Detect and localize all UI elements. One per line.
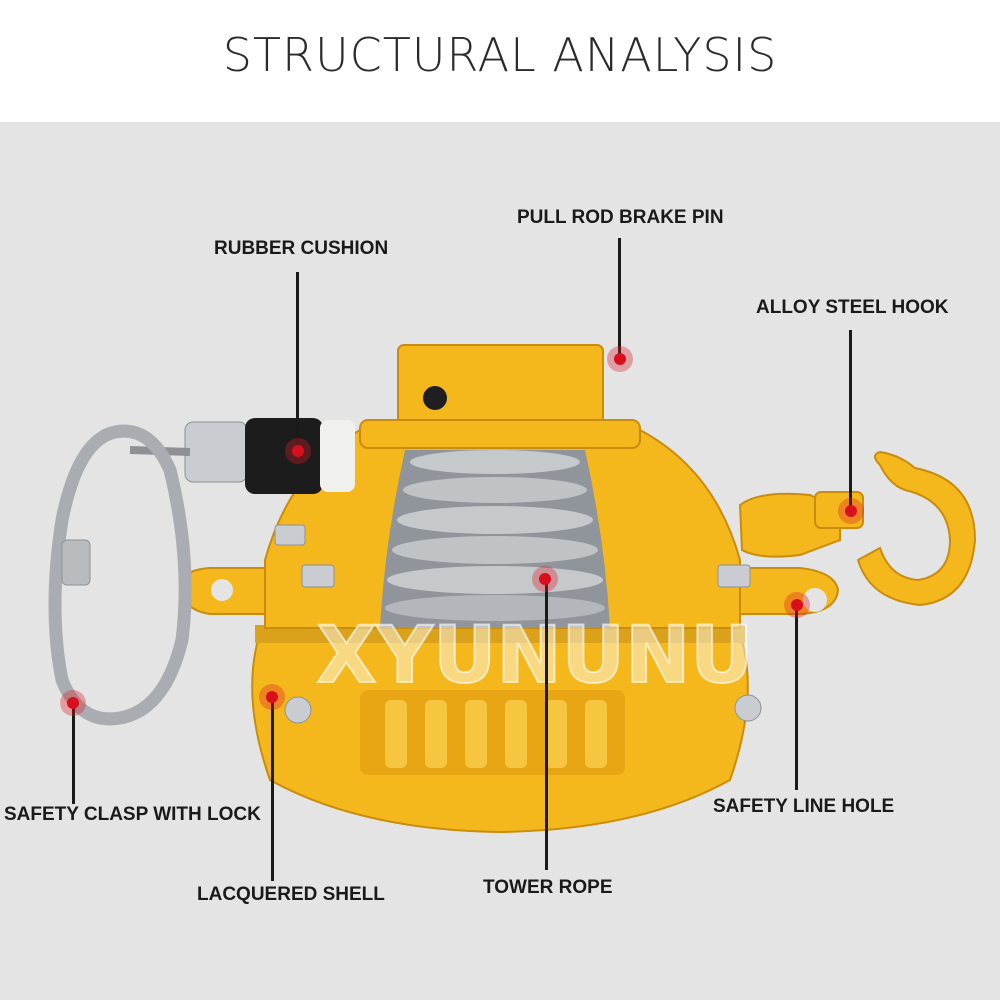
label-lacquered-shell: LACQUERED SHELL	[197, 884, 385, 905]
leader-line	[72, 704, 75, 804]
steel-hook	[856, 450, 977, 607]
leader-line	[795, 606, 798, 790]
brake-pin-head	[423, 386, 447, 410]
label-tower-rope: TOWER ROPE	[483, 877, 613, 898]
leader-line	[618, 238, 621, 360]
balancer-illustration: XYUNUNU	[48, 344, 977, 834]
label-safety-clasp: SAFETY CLASP WITH LOCK	[4, 804, 261, 825]
leader-line	[545, 580, 548, 870]
leader-line	[849, 330, 852, 512]
label-pull-rod-brake-pin: PULL ROD BRAKE PIN	[517, 207, 724, 228]
label-safety-line-hole: SAFETY LINE HOLE	[713, 796, 895, 817]
page-title: STRUCTURAL ANALYSIS	[222, 28, 778, 82]
marker-tower-rope	[532, 566, 558, 592]
marker-rubber-cushion	[285, 438, 311, 464]
label-rubber-cushion: RUBBER CUSHION	[214, 238, 389, 259]
marker-safety-line-hole	[784, 592, 810, 618]
marker-lacquered-shell	[259, 684, 285, 710]
rubber-cushion-part	[245, 418, 323, 494]
leader-line	[296, 272, 299, 452]
watermark: XYUNUNU	[316, 611, 753, 701]
carabiner	[48, 424, 192, 726]
marker-pull-rod	[607, 346, 633, 372]
marker-safety-clasp	[60, 690, 86, 716]
label-alloy-steel-hook: ALLOY STEEL HOOK	[756, 297, 949, 318]
header: STRUCTURAL ANALYSIS	[0, 0, 1000, 122]
leader-line	[271, 698, 274, 881]
bolts	[274, 524, 762, 724]
metal-sleeve	[184, 421, 248, 483]
marker-alloy-hook	[838, 498, 864, 524]
